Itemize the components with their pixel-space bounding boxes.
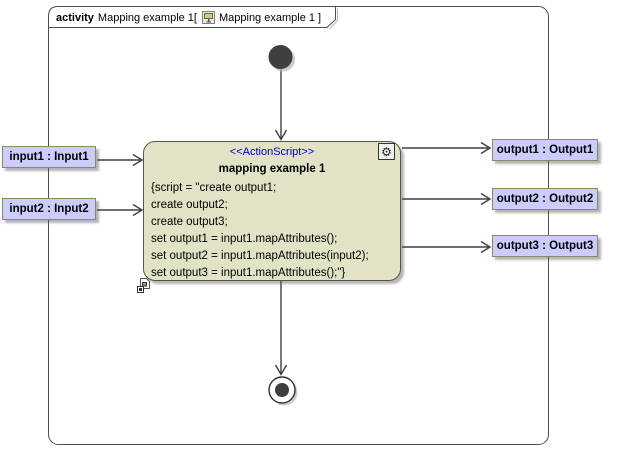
pin-label: output1 : Output1: [496, 144, 594, 156]
settings-gear-icon[interactable]: ⚙: [378, 143, 395, 160]
script-line: create output2;: [151, 199, 228, 211]
edge-initial-to-action[interactable]: [274, 69, 288, 141]
edge-action-to-output3[interactable]: [402, 240, 492, 254]
edge-input1-to-action[interactable]: [97, 153, 144, 167]
frame-diagram-ref: Mapping example 1 ]: [218, 11, 322, 24]
activity-diagram-icon: [201, 11, 215, 24]
action-name: mapping example 1: [218, 163, 326, 175]
frame-title-tab[interactable]: [48, 6, 336, 28]
pin-label: input1 : Input1: [9, 151, 89, 163]
initial-node[interactable]: [268, 45, 296, 72]
script-line: set output2 = input1.mapAttributes(input…: [151, 250, 369, 262]
frame-keyword: activity: [56, 11, 94, 24]
frame-name: Mapping example 1[: [97, 11, 197, 24]
frame-title-tab-shadow: [329, 9, 338, 30]
action-node-mapping-example-1[interactable]: <<ActionScript>> mapping example 1 {scri…: [143, 141, 401, 281]
script-line: set output3 = input1.mapAttributes();"}: [151, 267, 346, 279]
subdiagram-badge-icon[interactable]: [137, 278, 152, 293]
output-pin-output2[interactable]: output2 : Output2: [492, 188, 598, 210]
script-line: {script = "create output1;: [151, 182, 277, 194]
action-script-body: {script = "create output1; create output…: [151, 180, 400, 282]
edge-input2-to-action[interactable]: [97, 203, 144, 217]
edge-action-to-final[interactable]: [274, 281, 288, 376]
frame-title: activity Mapping example 1[ Mapping exam…: [56, 10, 321, 25]
output-pin-output1[interactable]: output1 : Output1: [492, 139, 598, 161]
edge-action-to-output2[interactable]: [402, 192, 492, 206]
activity-final-node[interactable]: [268, 376, 298, 406]
output-pin-output3[interactable]: output3 : Output3: [492, 235, 598, 257]
action-stereotype: <<ActionScript>>: [229, 146, 315, 158]
script-line: create output3;: [151, 216, 228, 228]
input-pin-input2[interactable]: input2 : Input2: [2, 198, 96, 220]
input-pin-input1[interactable]: input1 : Input1: [2, 146, 96, 168]
edge-action-to-output1[interactable]: [402, 141, 492, 155]
pin-label: output2 : Output2: [496, 193, 594, 205]
script-line: set output1 = input1.mapAttributes();: [151, 233, 338, 245]
pin-label: output3 : Output3: [496, 240, 594, 252]
pin-label: input2 : Input2: [9, 203, 89, 215]
